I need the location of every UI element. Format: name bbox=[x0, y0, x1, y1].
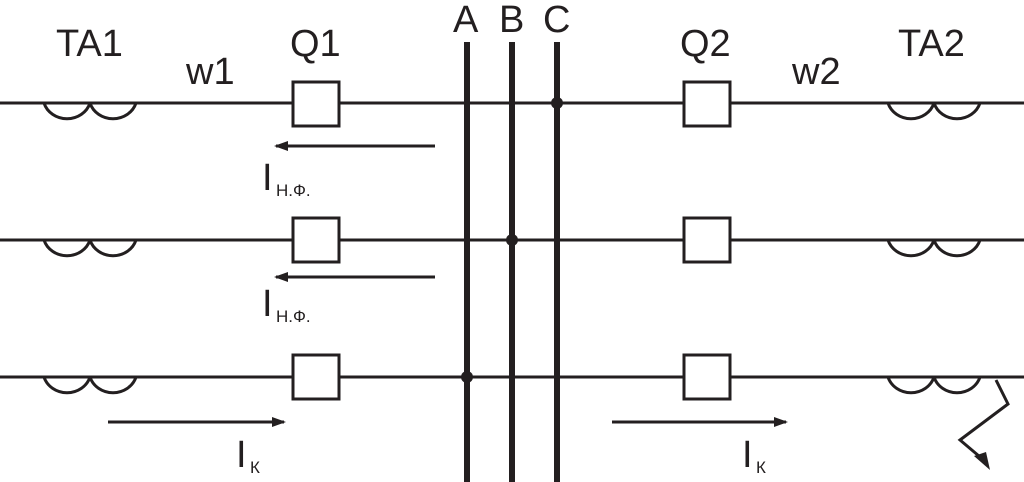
current-symbol: I bbox=[262, 157, 273, 199]
current-label-k-left: I К bbox=[236, 434, 260, 477]
current-subscript: К bbox=[756, 458, 766, 477]
current-symbol: I bbox=[262, 283, 273, 325]
label-bus-a: A bbox=[453, 0, 479, 41]
current-symbol: I bbox=[742, 434, 753, 476]
label-w1: w1 bbox=[185, 51, 235, 93]
label-bus-b: B bbox=[499, 0, 524, 41]
label-w2: w2 bbox=[791, 51, 841, 93]
current-subscript: Н.Ф. bbox=[276, 307, 311, 326]
current-label-k-right: I К bbox=[742, 434, 766, 477]
label-ta1: TA1 bbox=[56, 23, 123, 65]
label-q2: Q2 bbox=[680, 23, 731, 65]
breaker-q2 bbox=[682, 80, 732, 401]
current-subscript: Н.Ф. bbox=[276, 181, 311, 200]
current-label-nf-1: I Н.Ф. bbox=[262, 157, 311, 200]
junction-dot-c bbox=[551, 97, 563, 109]
junction-dot-b bbox=[506, 234, 518, 246]
current-transformer-ta1 bbox=[42, 102, 138, 395]
fault-lightning-icon bbox=[957, 379, 1010, 470]
current-symbol: I bbox=[236, 434, 247, 476]
current-label-nf-2: I Н.Ф. bbox=[262, 283, 311, 326]
breaker-q1 bbox=[291, 80, 341, 401]
label-q1: Q1 bbox=[290, 23, 341, 65]
label-ta2: TA2 bbox=[898, 23, 965, 65]
current-subscript: К bbox=[250, 458, 260, 477]
current-transformer-ta2 bbox=[886, 102, 982, 395]
junction-dot-a bbox=[461, 371, 473, 383]
label-bus-c: C bbox=[543, 0, 570, 41]
